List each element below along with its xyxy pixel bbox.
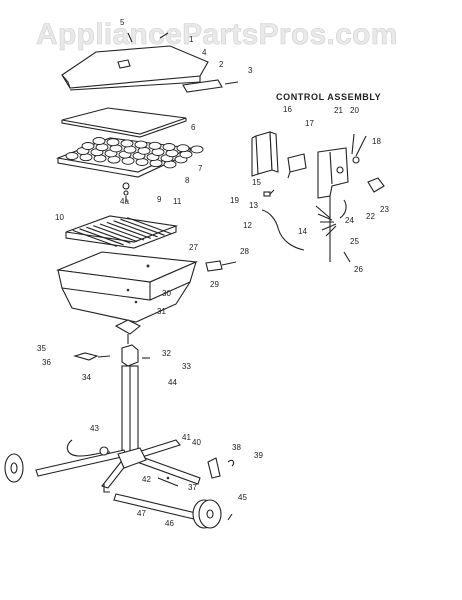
callout-41: 41 <box>182 433 191 442</box>
grate-support-parts <box>122 182 130 202</box>
control-knob-plug <box>205 260 237 272</box>
cooking-grate <box>61 107 187 138</box>
rack-bar <box>93 225 138 243</box>
callout-44: 44 <box>168 378 177 387</box>
rack-bar <box>86 226 131 244</box>
lava-rock <box>162 143 176 151</box>
callout-19: 19 <box>230 196 239 205</box>
callout-3: 3 <box>248 66 253 75</box>
wheel-bracket <box>207 457 235 479</box>
bolt <box>157 477 179 487</box>
callout-13: 13 <box>249 201 258 210</box>
support-post <box>121 365 139 455</box>
callout-34: 34 <box>82 373 91 382</box>
callout-28: 28 <box>240 247 249 256</box>
rack-bar <box>99 223 145 241</box>
callout-7: 7 <box>198 164 203 173</box>
callout-45: 45 <box>238 493 247 502</box>
callout-30: 30 <box>162 289 171 298</box>
callout-9: 9 <box>157 195 162 204</box>
callout-42: 42 <box>142 475 151 484</box>
callout-27: 27 <box>189 243 198 252</box>
callout-10: 10 <box>55 213 64 222</box>
callout-11: 11 <box>173 197 182 206</box>
igniter-knob <box>367 177 385 193</box>
base-legs <box>35 439 201 493</box>
callout-4: 4 <box>202 48 207 57</box>
left-wheel <box>4 453 24 483</box>
callout-12: 12 <box>243 221 252 230</box>
callout-1: 1 <box>189 35 194 44</box>
callout-33: 33 <box>182 362 191 371</box>
callout-5: 5 <box>120 18 125 27</box>
callout-29: 29 <box>210 280 219 289</box>
lava-rock <box>120 139 134 148</box>
grill-bowl <box>55 251 199 323</box>
thermocouple-wire <box>261 189 305 251</box>
callout-38: 38 <box>232 443 241 452</box>
control-panel-bracket <box>251 131 279 177</box>
callout-15: 15 <box>252 178 261 187</box>
lava-rock <box>190 145 204 154</box>
lava-rock <box>134 140 148 149</box>
lava-rock <box>148 141 162 150</box>
rack-bar <box>113 220 158 238</box>
callout-43: 43 <box>90 424 99 433</box>
callout-37: 37 <box>188 483 197 492</box>
control-mount-bracket <box>317 147 349 262</box>
callout-47: 47 <box>137 509 146 518</box>
rack-bar <box>106 221 151 239</box>
electrode-wires <box>315 199 347 237</box>
lava-rock <box>106 138 120 147</box>
burner-rack <box>65 215 179 249</box>
gas-hose <box>66 439 111 457</box>
wheel-clip <box>227 513 233 521</box>
callout-2: 2 <box>219 60 224 69</box>
bowl-support-bracket <box>114 319 142 344</box>
callout-24: 24 <box>345 216 354 225</box>
lava-rock <box>92 137 106 145</box>
callout-22: 22 <box>366 212 375 221</box>
igniter-electrode <box>351 133 367 164</box>
lava-rock-grate <box>55 137 204 178</box>
callout-14: 14 <box>298 227 307 236</box>
callout-40: 40 <box>192 438 201 447</box>
leader-line <box>343 251 351 263</box>
callout-25: 25 <box>350 237 359 246</box>
control-valve <box>287 153 307 179</box>
rack-bar <box>127 217 172 235</box>
callout-35: 35 <box>37 344 46 353</box>
lid-handle <box>182 79 239 93</box>
rack-bar <box>120 218 165 236</box>
grill-lid <box>61 32 209 91</box>
callout-26: 26 <box>354 265 363 274</box>
callout-4a: 4a <box>120 197 129 206</box>
watermark-text: AppliancePartsPros.com <box>36 18 398 51</box>
callout-31: 31 <box>157 307 166 316</box>
post-collar <box>73 344 150 367</box>
callout-16: 16 <box>283 105 292 114</box>
callout-46: 46 <box>165 519 174 528</box>
lava-rock <box>176 144 190 153</box>
callout-36: 36 <box>42 358 51 367</box>
callout-8: 8 <box>185 176 190 185</box>
callout-18: 18 <box>372 137 381 146</box>
right-wheel <box>192 499 222 529</box>
control-assembly-title: CONTROL ASSEMBLY <box>276 92 381 102</box>
axle <box>113 493 201 521</box>
callout-23: 23 <box>380 205 389 214</box>
lava-rock <box>81 142 95 150</box>
callout-20: 20 <box>350 106 359 115</box>
callout-39: 39 <box>254 451 263 460</box>
callout-32: 32 <box>162 349 171 358</box>
callout-17: 17 <box>305 119 314 128</box>
callout-21: 21 <box>334 106 343 115</box>
lava-rock <box>65 152 79 160</box>
rack-bar <box>79 228 124 246</box>
rack-bar <box>72 229 117 247</box>
callout-6: 6 <box>191 123 196 132</box>
